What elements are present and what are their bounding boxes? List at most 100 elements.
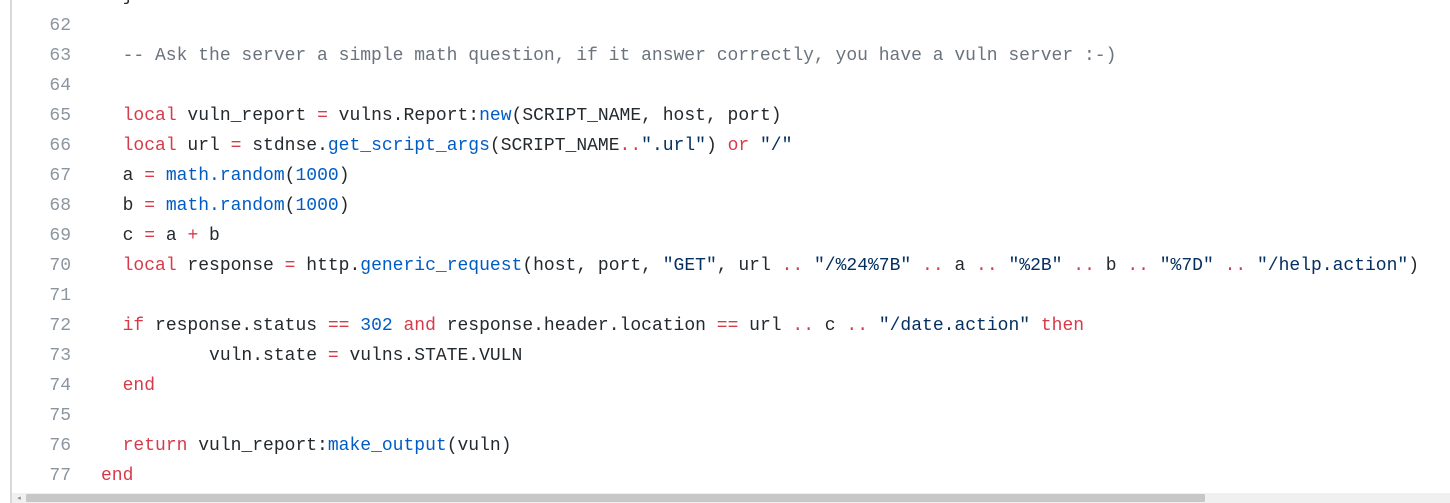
code-line: 73 vuln.state = vulns.STATE.VULN xyxy=(12,341,1450,371)
line-number: 67 xyxy=(49,166,71,186)
code-token-operator: .. xyxy=(792,316,814,336)
code-token-plain: (host, port, xyxy=(522,256,663,276)
code-line: 77 end xyxy=(12,461,1450,491)
code-token-plain xyxy=(155,166,166,186)
line-number: 73 xyxy=(49,346,71,366)
code-lines: 61 } 62 63 -- Ask the server a simple math… xyxy=(12,0,1450,491)
code-token-func: get_script_args xyxy=(327,136,490,156)
line-number: 63 xyxy=(49,46,71,66)
line-code: end xyxy=(101,461,133,491)
code-token-operator: = xyxy=(317,106,328,126)
code-token-plain: a xyxy=(155,226,188,246)
code-token-plain: (SCRIPT_NAME xyxy=(489,136,620,156)
code-token-keyword: end xyxy=(122,376,156,396)
scrollbar-thumb[interactable] xyxy=(26,494,1205,502)
line-number: 77 xyxy=(49,466,71,486)
line-number: 70 xyxy=(49,256,71,276)
line-number: 71 xyxy=(49,286,71,306)
code-token-string: "%2B" xyxy=(1008,256,1063,276)
code-line: 67 a = math.random(1000) xyxy=(12,161,1450,191)
code-token-operator: == xyxy=(327,316,350,336)
code-line: 63 -- Ask the server a simple math quest… xyxy=(12,41,1450,71)
caret-left-icon[interactable]: ◂ xyxy=(17,494,21,502)
code-token-plain: b xyxy=(101,196,145,216)
code-line: 74 end xyxy=(12,371,1450,401)
code-token-number: 1000 xyxy=(295,196,339,216)
line-number: 65 xyxy=(49,106,71,126)
code-token-string: "/date.action" xyxy=(878,316,1031,336)
line-number: 61 xyxy=(12,0,71,11)
horizontal-scrollbar[interactable]: ◂ xyxy=(12,493,1450,503)
code-token-keyword: then xyxy=(1040,316,1085,336)
code-token-number: 1000 xyxy=(295,166,339,186)
line-code: local url = stdnse.get_script_args(SCRIP… xyxy=(101,131,793,161)
code-token-plain: vulns.Report: xyxy=(327,106,480,126)
code-token-plain: (SCRIPT_NAME, host, port) xyxy=(511,106,782,126)
code-token-operator: = xyxy=(144,226,156,246)
code-token-plain xyxy=(101,436,123,456)
code-token-plain xyxy=(101,376,123,396)
line-number: 68 xyxy=(49,196,71,216)
code-token-keyword: local xyxy=(122,136,177,156)
code-token-keyword: or xyxy=(727,136,750,156)
code-token-plain xyxy=(155,196,166,216)
code-token-keyword: and xyxy=(403,316,436,336)
line-number: 62 xyxy=(49,16,71,36)
code-line: 61 } xyxy=(12,0,1450,11)
code-token-plain xyxy=(749,136,760,156)
line-code: if response.status == 302 and response.h… xyxy=(101,311,1084,341)
code-token-operator: .. xyxy=(846,316,869,336)
code-token-plain xyxy=(868,316,879,336)
code-token-plain xyxy=(998,256,1009,276)
code-token-func: make_output xyxy=(327,436,447,456)
line-number: 75 xyxy=(49,406,71,426)
code-token-operator: .. xyxy=(1073,256,1095,276)
code-token-operator: .. xyxy=(619,136,642,156)
code-token-plain: a xyxy=(943,256,977,276)
code-line: 72 if response.status == 302 and respons… xyxy=(12,311,1450,341)
code-token-plain: url xyxy=(176,136,231,156)
code-token-plain: , url xyxy=(716,256,782,276)
code-token-plain xyxy=(101,106,123,126)
code-token-operator: .. xyxy=(922,256,944,276)
code-token-keyword: end xyxy=(101,466,134,486)
code-line: 66 local url = stdnse.get_script_args(SC… xyxy=(12,131,1450,161)
code-token-plain: vuln.state xyxy=(101,346,328,366)
code-token-plain: } xyxy=(101,0,134,6)
code-token-plain: vuln_report xyxy=(176,106,318,126)
code-token-string: "/" xyxy=(759,136,793,156)
code-token-operator: == xyxy=(716,316,739,336)
code-token-plain xyxy=(101,256,123,276)
code-token-plain: ) xyxy=(338,196,350,216)
code-token-plain: ) xyxy=(1408,256,1420,276)
code-token-plain: a xyxy=(101,166,145,186)
code-token-plain: stdnse. xyxy=(241,136,328,156)
code-token-plain xyxy=(101,316,123,336)
code-token-plain: response.header.location xyxy=(435,316,717,336)
line-code: end xyxy=(101,371,155,401)
code-token-string: ".url" xyxy=(641,136,706,156)
code-token-operator: .. xyxy=(1127,256,1149,276)
code-token-keyword: local xyxy=(122,256,177,276)
code-token-operator: .. xyxy=(1224,256,1247,276)
code-token-plain xyxy=(1062,256,1073,276)
code-token-plain xyxy=(911,256,922,276)
code-token-plain xyxy=(349,316,360,336)
code-token-plain: response xyxy=(176,256,285,276)
code-token-operator: = xyxy=(144,166,156,186)
code-token-plain: (vuln) xyxy=(446,436,512,456)
code-token-func: generic_request xyxy=(360,256,523,276)
line-number: 64 xyxy=(49,76,71,96)
code-token-func: new xyxy=(479,106,512,126)
code-token-operator: .. xyxy=(976,256,998,276)
line-code: local vuln_report = vulns.Report:new(SCR… xyxy=(101,101,782,131)
line-code: -- Ask the server a simple math question… xyxy=(101,41,1117,71)
code-token-plain: response.status xyxy=(144,316,328,336)
code-token-plain xyxy=(803,256,814,276)
code-token-operator: = xyxy=(327,346,339,366)
code-token-plain: vuln_report: xyxy=(187,436,328,456)
code-token-plain: ) xyxy=(338,166,350,186)
code-token-plain: b xyxy=(198,226,220,246)
code-token-plain xyxy=(1214,256,1225,276)
